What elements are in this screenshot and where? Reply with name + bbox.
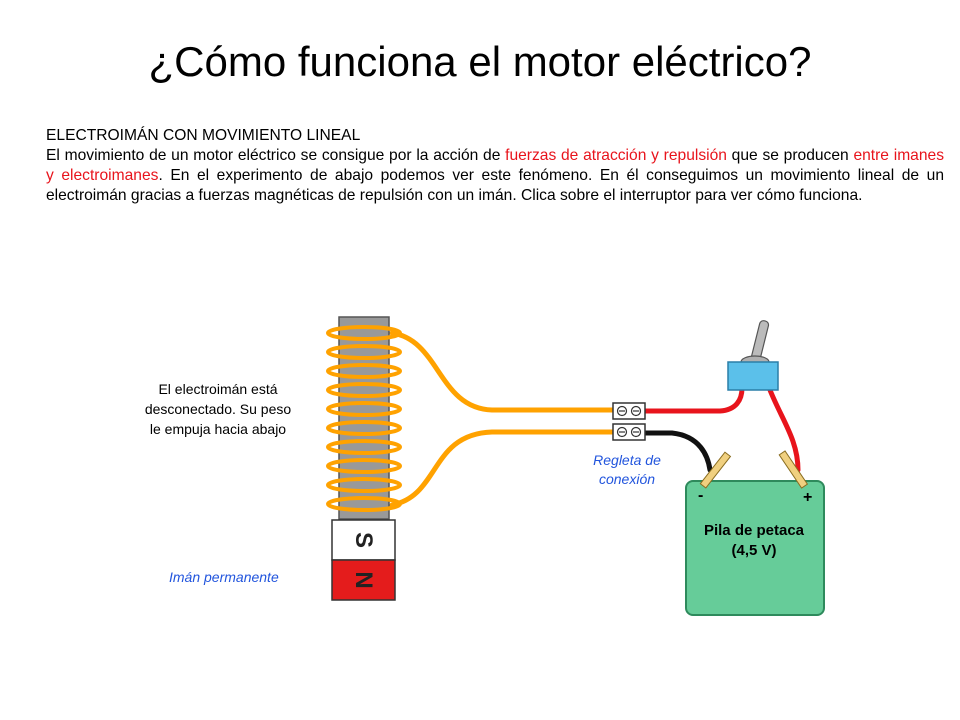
coil-turn xyxy=(326,496,402,512)
coil-turn xyxy=(326,439,402,455)
coil-leads xyxy=(389,330,617,508)
highlight-forces: fuerzas de atracción y repulsión xyxy=(505,147,727,164)
description-text: ELECTROIMÁN CON MOVIMIENTO LINEAL El mov… xyxy=(46,126,944,206)
switch-body[interactable] xyxy=(727,361,779,391)
screw-icon xyxy=(616,405,642,438)
toggle-switch[interactable] xyxy=(727,320,779,391)
regleta-label-line: conexión xyxy=(599,471,655,487)
coil-lead-bottom xyxy=(389,429,617,508)
circuit-wires xyxy=(642,385,801,473)
coil-turn xyxy=(326,477,402,493)
coil-lead-top xyxy=(389,330,617,413)
coil-turn xyxy=(326,382,402,398)
magnet-label: Imán permanente xyxy=(169,569,279,585)
description-paragraph: El movimiento de un motor eléctrico se c… xyxy=(46,147,945,204)
status-line: desconectado. Su peso xyxy=(145,401,292,417)
coil-turn xyxy=(326,325,402,341)
electromagnet-core xyxy=(338,316,390,520)
magnet-south-pole xyxy=(331,519,396,561)
battery-label-line2: (4,5 V) xyxy=(731,542,776,559)
magnet-n-letter: N xyxy=(350,571,377,588)
battery-terminal-negative xyxy=(699,451,732,489)
coil xyxy=(326,325,402,512)
battery: - + Pila de petaca (4,5 V) xyxy=(685,450,825,616)
magnet-north-pole xyxy=(331,559,396,601)
battery-minus-sign: - xyxy=(698,487,703,504)
wire-red-switch-to-battery xyxy=(767,387,801,473)
coil-turn xyxy=(326,363,402,379)
section-heading: ELECTROIMÁN CON MOVIMIENTO LINEAL xyxy=(46,127,361,144)
magnet-s-letter: S xyxy=(350,532,377,548)
highlight-magnets: entre imanes y electroimanes xyxy=(46,147,944,184)
coil-turn xyxy=(326,420,402,436)
regleta-label-line: Regleta de xyxy=(593,452,661,468)
battery-plus-sign: + xyxy=(803,489,812,506)
coil-turn xyxy=(326,401,402,417)
wire-red-regleta-to-switch xyxy=(642,385,745,414)
slide-title: ¿Cómo funciona el motor eléctrico? xyxy=(148,38,812,85)
coil-turn xyxy=(326,458,402,474)
regleta-label: Regleta de conexión xyxy=(593,452,661,487)
battery-body xyxy=(685,480,825,616)
permanent-magnet: S N xyxy=(331,519,396,601)
battery-label-line1: Pila de petaca xyxy=(704,522,805,539)
status-line: le empuja hacia abajo xyxy=(150,421,286,437)
wire-black-regleta-to-battery xyxy=(642,430,713,473)
status-label: El electroimán está desconectado. Su pes… xyxy=(145,381,292,437)
status-line: El electroimán está xyxy=(158,381,277,397)
regleta xyxy=(612,402,646,441)
battery-terminal-positive xyxy=(778,450,809,489)
coil-turn xyxy=(326,344,402,360)
